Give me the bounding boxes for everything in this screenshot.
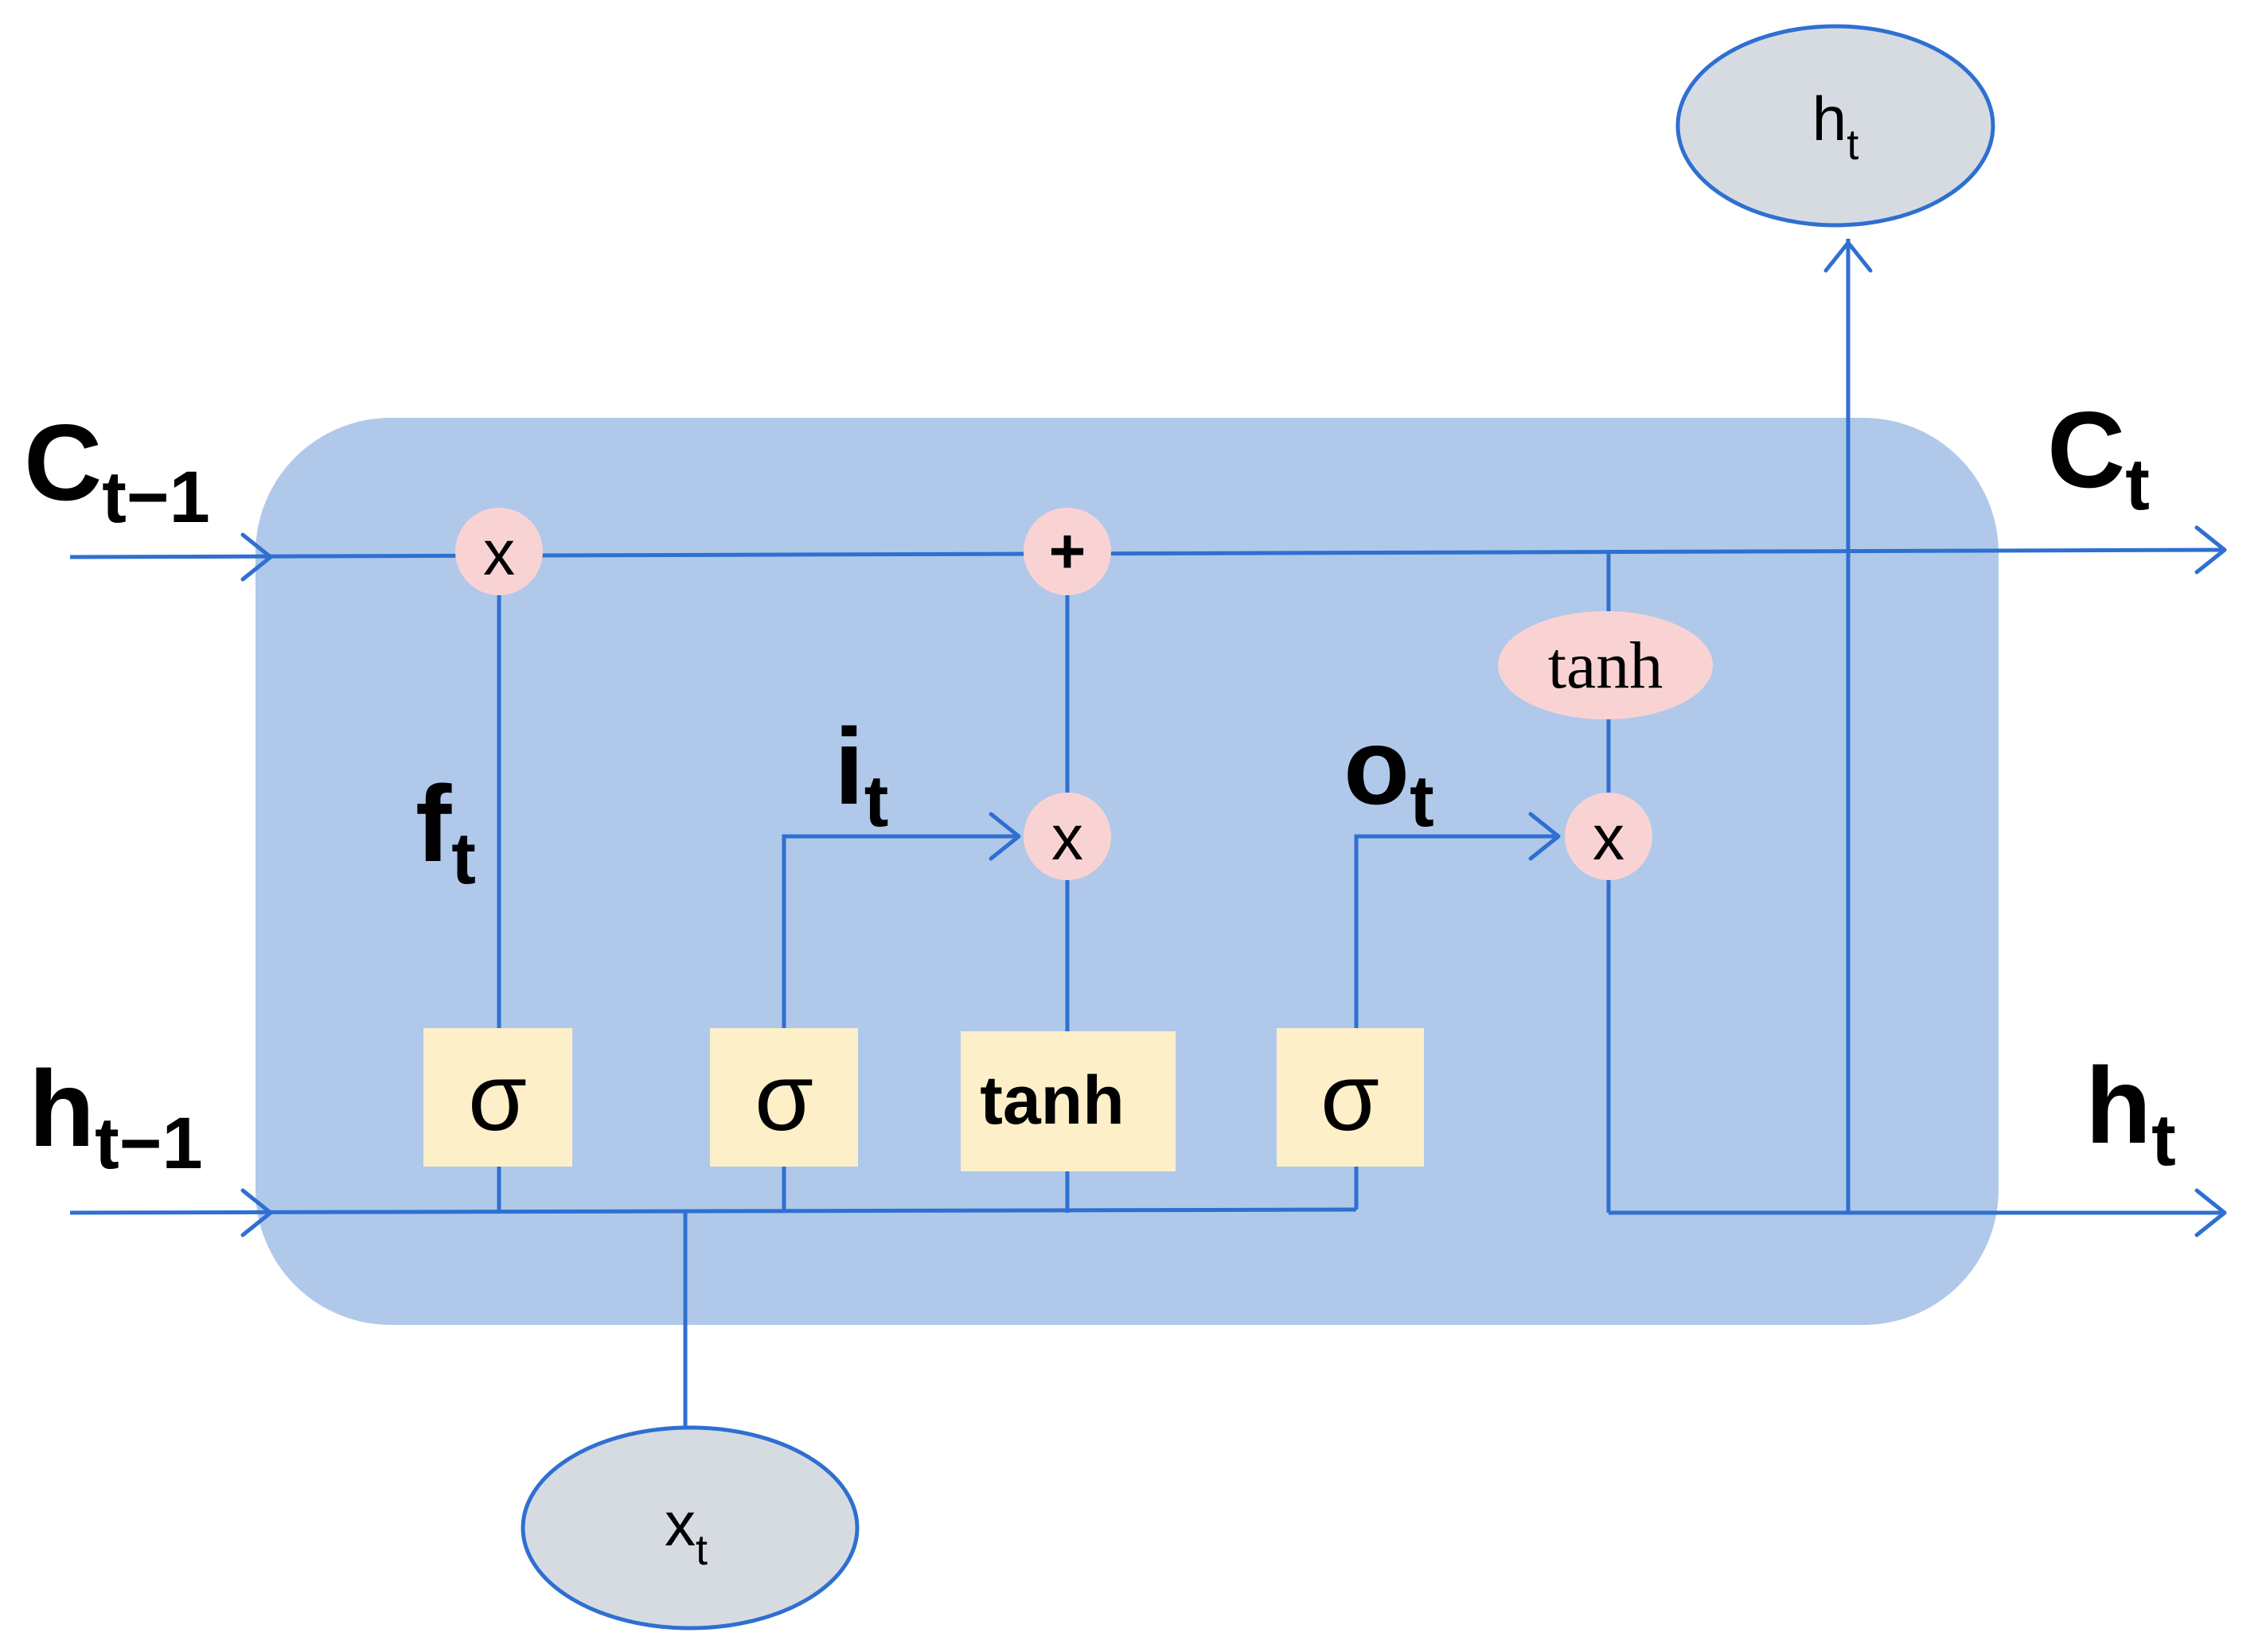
input-gate-label: it: [834, 706, 888, 842]
cell-out-base: C: [2047, 389, 2125, 510]
hidden-top-sub: t: [1847, 121, 1858, 169]
output-gate-base: o: [1344, 706, 1410, 827]
output-gate-sub: t: [1410, 761, 1434, 842]
cell-tanh-label: tanh: [1548, 629, 1663, 703]
candidate-tanh-box: [961, 1031, 1176, 1171]
output-sigma-box: [1277, 1028, 1424, 1167]
cell-prev-sub: t−1: [102, 457, 210, 538]
output-sigma-gate: σ: [1277, 1028, 1424, 1167]
cell-add-circle: [1024, 508, 1111, 595]
hidden-top-label: ht: [1812, 84, 1858, 169]
cell-tanh-ellipse: [1498, 611, 1713, 719]
cell-add-symbol: +: [1049, 516, 1086, 586]
input-multiply-node: x: [1024, 793, 1111, 880]
x-input-ellipse: [521, 1425, 860, 1631]
forget-gate-sub: t: [451, 818, 476, 899]
hidden-out-base: h: [2085, 1045, 2151, 1166]
cell-in-arrowhead: [240, 532, 273, 582]
hidden-in-arrowhead: [240, 1188, 273, 1237]
cell-out-sub: t: [2125, 444, 2150, 525]
forget-gate-label: ft: [415, 763, 476, 899]
x-input-node: xt: [521, 1425, 860, 1631]
hidden-up-arrowhead: [1823, 240, 1873, 273]
x-input-label: xt: [665, 1489, 708, 1574]
hidden-out-label: ht: [2085, 1045, 2176, 1181]
output-gate-arrowhead: [1528, 812, 1561, 861]
forget-gate-base: f: [415, 763, 452, 884]
hidden-out-arrowhead: [2194, 1188, 2227, 1237]
cell-prev-label: Ct−1: [24, 402, 210, 538]
output-gate-label: ot: [1344, 706, 1434, 842]
input-gate-sub: t: [864, 761, 889, 842]
input-gate-arrowhead: [989, 812, 1021, 861]
hidden-top-node: ht: [1675, 24, 1995, 228]
cell-prev-base: C: [24, 402, 102, 523]
forget-sigma-label: σ: [468, 1044, 527, 1151]
forget-multiply-symbol: x: [483, 517, 515, 588]
output-multiply-symbol: x: [1593, 802, 1624, 873]
candidate-tanh-label: tanh: [980, 1062, 1125, 1139]
forget-multiply-circle: [455, 508, 543, 595]
input-multiply-symbol: x: [1051, 802, 1083, 873]
x-input-sub: t: [696, 1526, 708, 1574]
arrowheads: [240, 240, 2227, 1237]
output-sigma-label: σ: [1320, 1044, 1379, 1151]
hidden-prev-base: h: [29, 1048, 95, 1169]
input-sigma-box: [710, 1028, 858, 1167]
input-sigma-label: σ: [755, 1044, 813, 1151]
hidden-input-line: [69, 1207, 1357, 1215]
input-sigma-gate: σ: [710, 1028, 858, 1167]
forget-sigma-gate: σ: [423, 1028, 572, 1167]
cell-state-line: [69, 547, 2225, 559]
forget-multiply-node: x: [455, 508, 543, 595]
output-multiply-circle: [1565, 793, 1652, 880]
cell-add-node: +: [1024, 508, 1111, 595]
hidden-prev-sub: t−1: [95, 1103, 203, 1184]
hidden-top-ellipse: [1675, 24, 1995, 228]
candidate-tanh-gate: tanh: [961, 1031, 1176, 1171]
cell-tanh-node: tanh: [1498, 611, 1713, 719]
output-multiply-node: x: [1565, 793, 1652, 880]
cell-out-arrowhead: [2194, 525, 2227, 575]
input-gate-base: i: [834, 706, 864, 827]
hidden-prev-label: ht−1: [29, 1048, 203, 1184]
hidden-out-sub: t: [2151, 1100, 2176, 1181]
cell-out-label: Ct: [2047, 389, 2150, 525]
input-multiply-circle: [1024, 793, 1111, 880]
hidden-top-base: h: [1812, 84, 1847, 154]
forget-sigma-box: [423, 1028, 572, 1167]
x-input-base: x: [665, 1489, 696, 1559]
